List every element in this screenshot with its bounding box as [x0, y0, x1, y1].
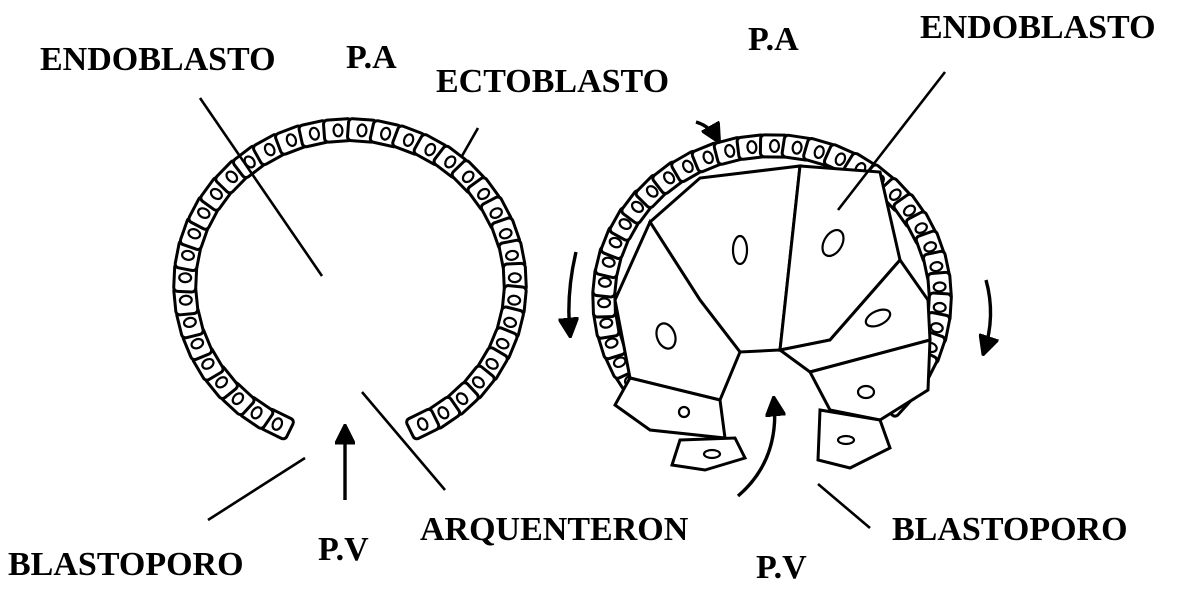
left-endoblasto-label: ENDOBLASTO [40, 41, 276, 78]
right-endoblast-cells [615, 166, 930, 470]
right-blastoporo-label: BLASTOPORO [892, 511, 1128, 548]
left-pa-label: P.A [346, 39, 397, 76]
ectoblasto-label: ECTOBLASTO [436, 63, 669, 100]
right-pv-arrow [738, 400, 775, 496]
left-pv-label: P.V [318, 531, 369, 568]
right-endoblasto-label: ENDOBLASTO [920, 9, 1156, 46]
arquenteron-label: ARQUENTERON [420, 511, 689, 548]
right-rotation-arrow [984, 280, 991, 352]
right-gastrula [593, 134, 952, 470]
right-pa-label: P.A [748, 21, 799, 58]
left-blastoporo-label: BLASTOPORO [8, 546, 244, 583]
left-gastrula [173, 118, 526, 440]
left-ectoblast-layer [173, 118, 526, 440]
left-rotation-arrow [569, 252, 576, 334]
right-pa-arrow [696, 122, 718, 140]
right-pv-label: P.V [756, 549, 807, 586]
